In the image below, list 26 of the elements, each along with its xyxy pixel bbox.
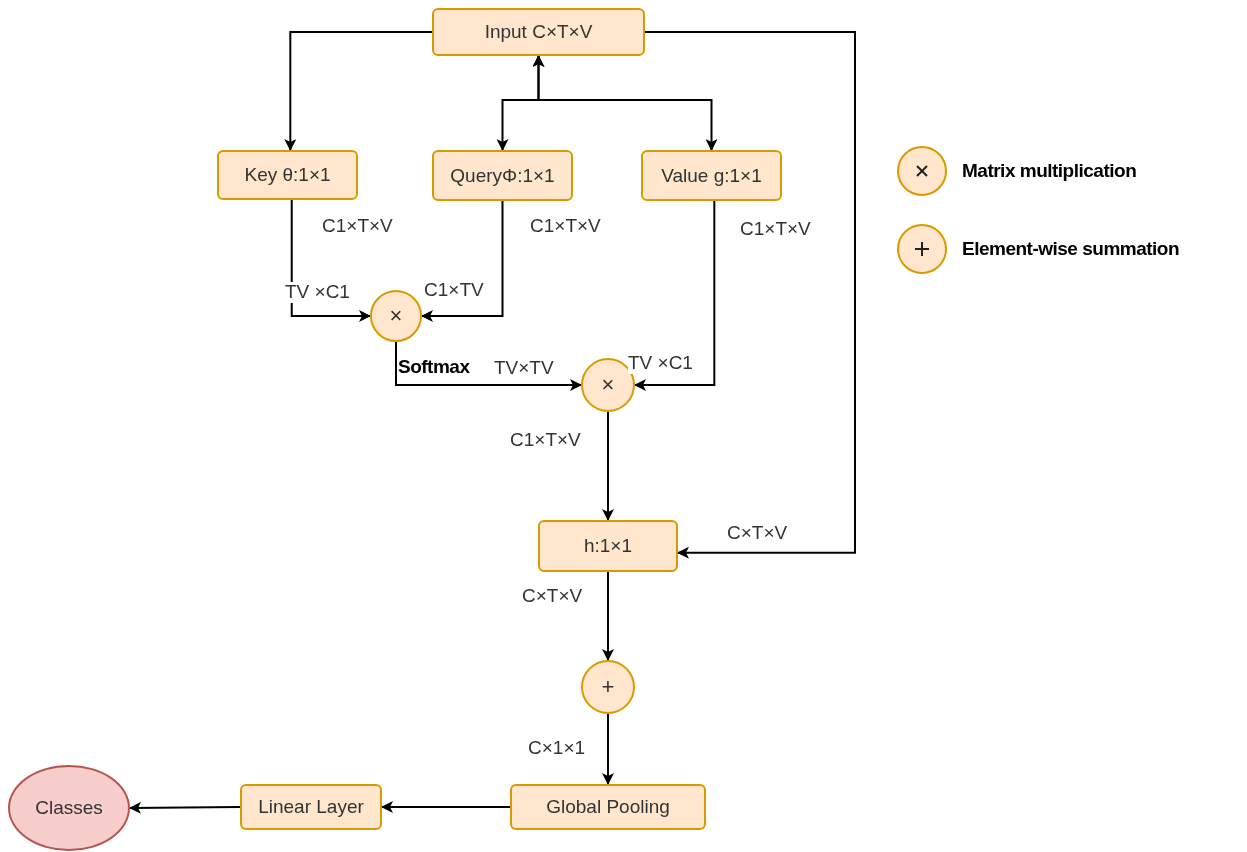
- process-box: h:1×1: [538, 520, 678, 572]
- arrow: [290, 199, 371, 322]
- operator-circle: +: [581, 660, 635, 714]
- arrow: [602, 571, 614, 661]
- process-box: Linear Layer: [240, 784, 382, 830]
- operator-circle: ×: [370, 290, 422, 342]
- edge-label: TV ×C1: [285, 282, 350, 303]
- process-box: Input C×T×V: [432, 8, 645, 56]
- arrow: [284, 31, 433, 151]
- arrow: [421, 200, 504, 322]
- legend-text: Element-wise summation: [962, 238, 1180, 260]
- arrow: [602, 411, 614, 521]
- arrow: [129, 801, 241, 814]
- arrow: [532, 55, 718, 151]
- arrow: [602, 713, 614, 785]
- arrow: [395, 341, 582, 391]
- process-box: Key θ:1×1: [217, 150, 358, 200]
- edge-label: TV ×C1: [628, 353, 693, 374]
- output-ellipse: Classes: [8, 765, 130, 851]
- legend-text: Matrix multiplication: [962, 160, 1137, 182]
- process-box: Global Pooling: [510, 784, 706, 830]
- process-box: QueryΦ:1×1: [432, 150, 573, 201]
- arrow: [634, 200, 716, 391]
- process-box: Value g:1×1: [641, 150, 782, 201]
- arrow: [644, 31, 856, 559]
- arrow: [381, 801, 511, 813]
